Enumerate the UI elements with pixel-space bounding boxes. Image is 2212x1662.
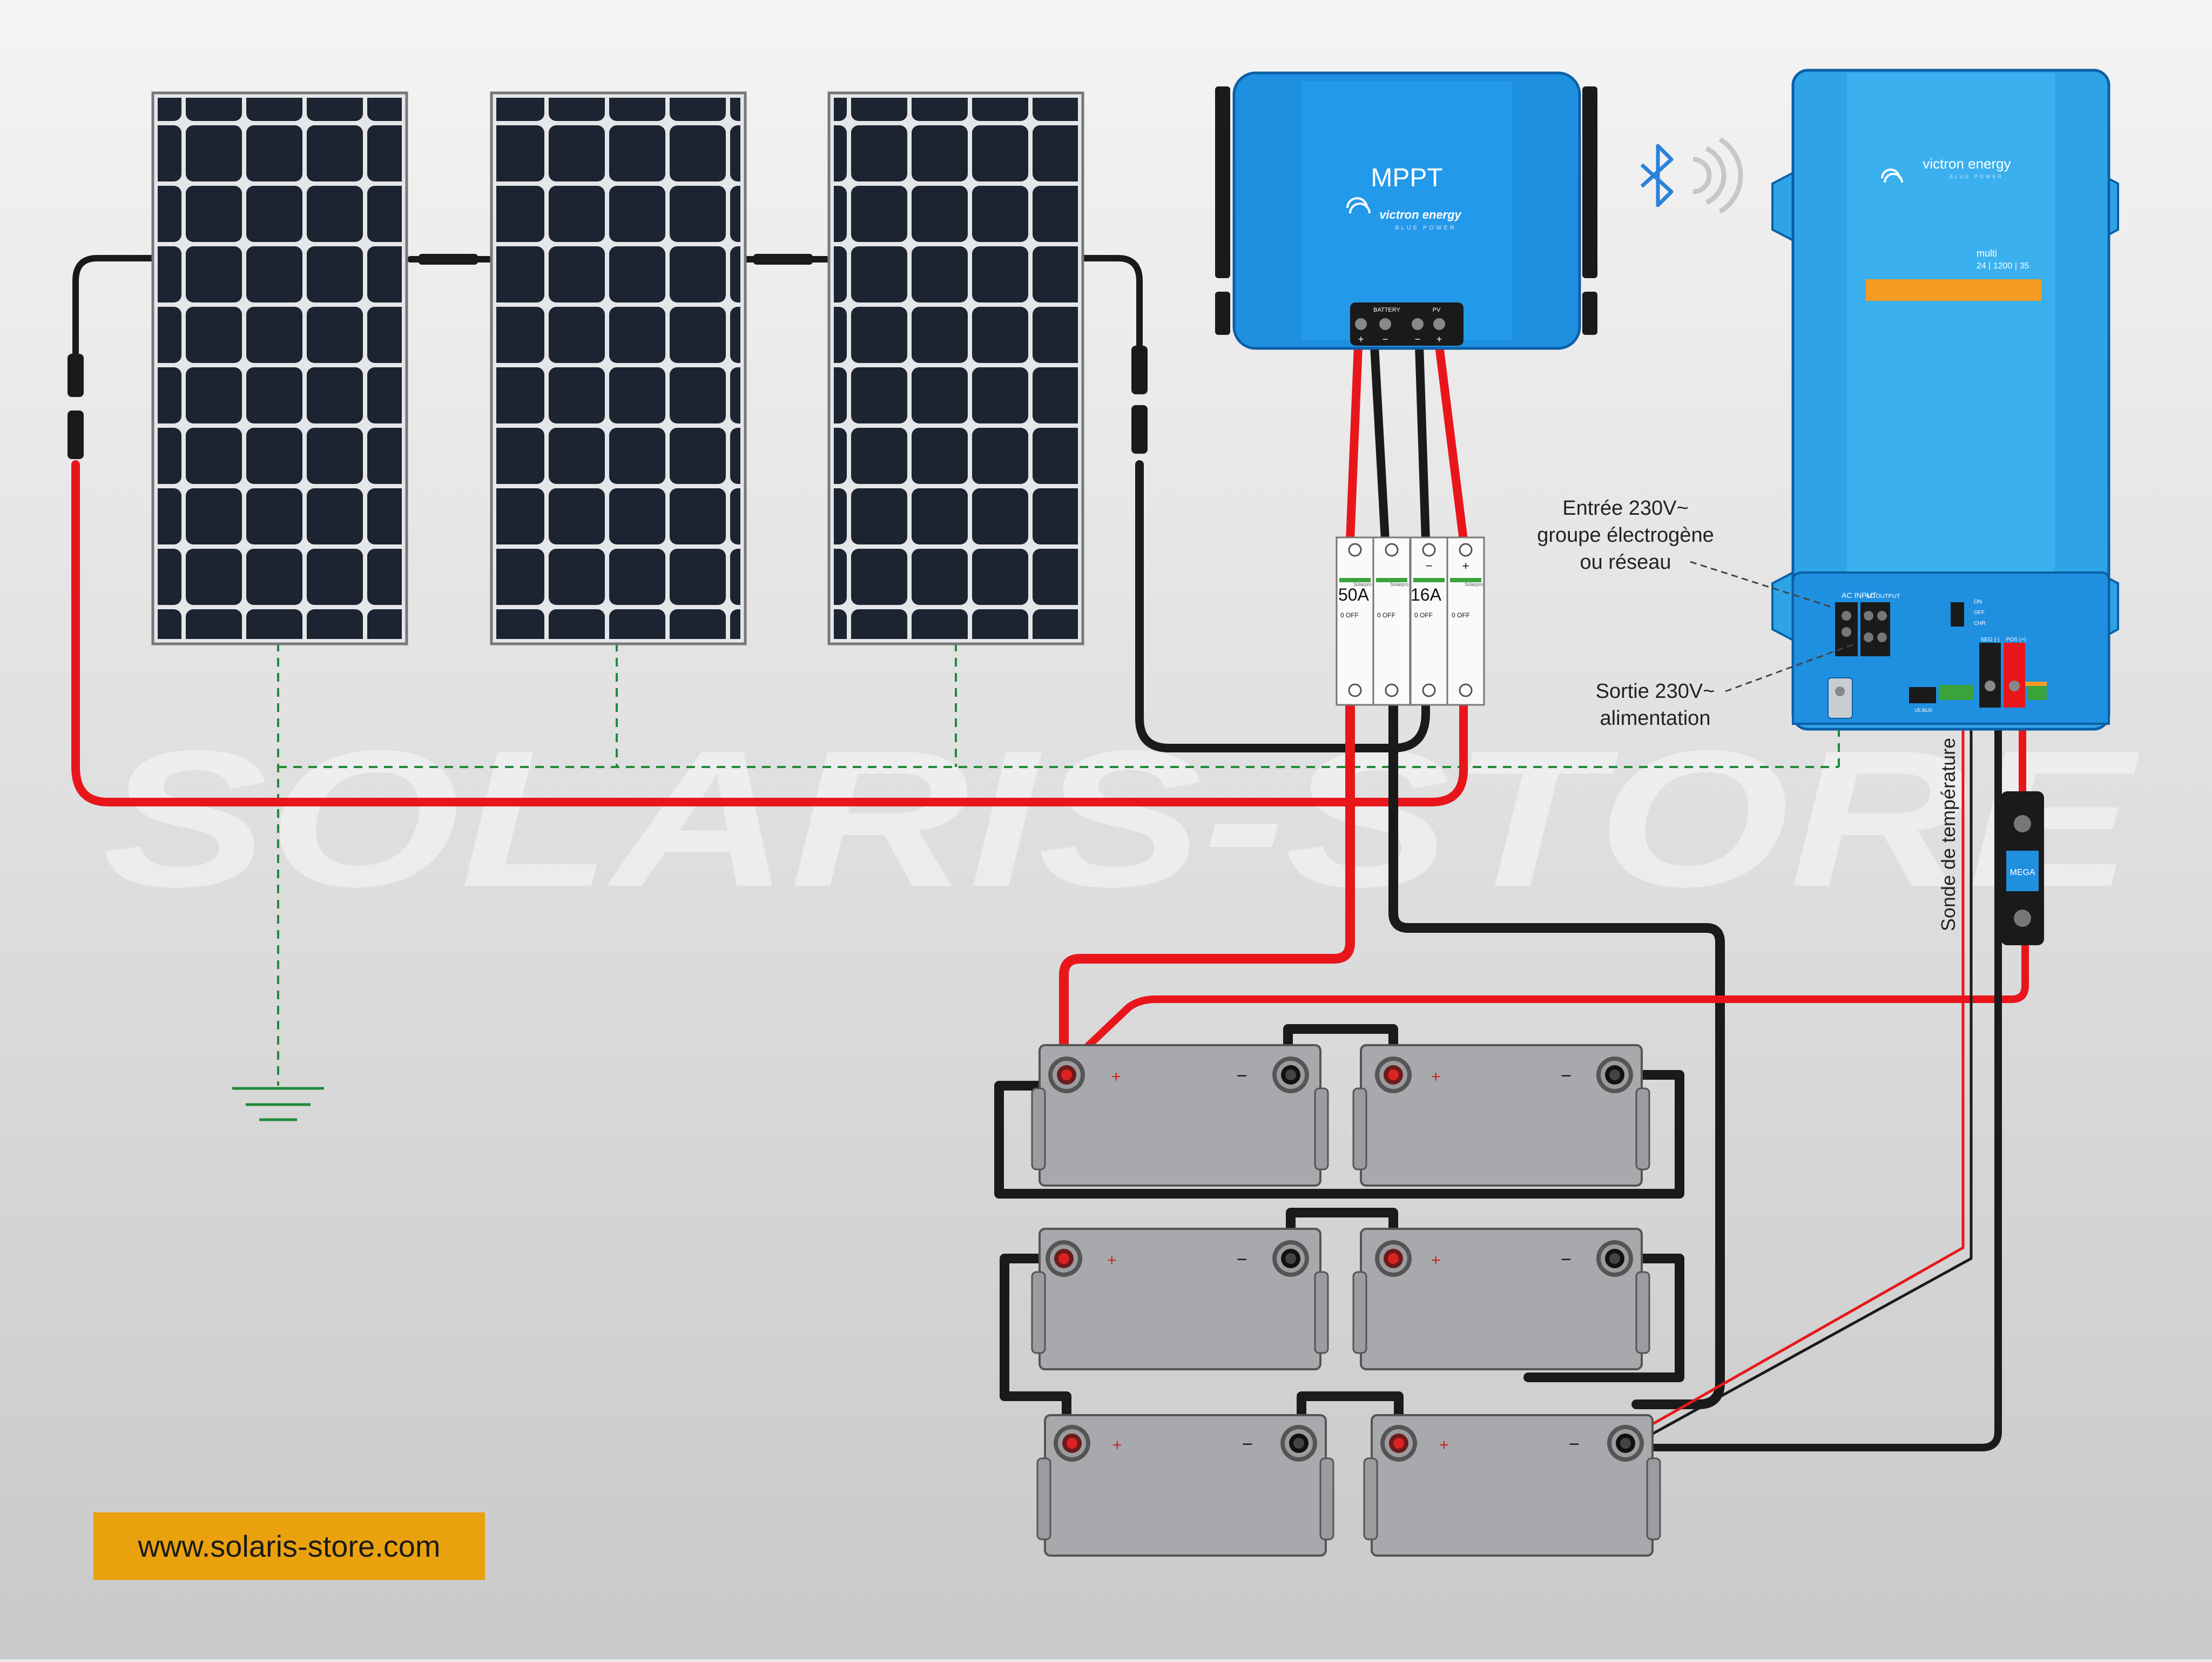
battery-minus-sign: − (1237, 1249, 1247, 1270)
neg-terminal-label: NEG (-) (1981, 637, 1999, 643)
breaker-rating: 50A (1338, 585, 1370, 604)
battery-plus-sign: + (1431, 1251, 1441, 1269)
positive-terminal (2004, 643, 2025, 708)
bluetooth-icon (1640, 144, 1674, 207)
inverter-model-rating: 24 | 1200 | 35 (1977, 261, 2029, 271)
breaker-brand: Solarpro (1390, 582, 1408, 587)
vebus-port (1909, 687, 1936, 703)
wireless-signal-icon (1692, 137, 1743, 214)
mppt-controller: MPPT victron energy BLUE POWER BATTERY P… (1215, 71, 1597, 350)
pos-terminal-label: POS (+) (2006, 637, 2026, 643)
solar-panel (151, 91, 408, 645)
battery: + − (1031, 1044, 1329, 1187)
annotation-text: Sortie 230V~ (1596, 680, 1715, 703)
breaker-state: 0 OFF (1414, 611, 1433, 619)
breaker-state: 0 OFF (1452, 611, 1470, 619)
inverter-display-bar (1866, 279, 2041, 301)
circuit-breaker[interactable]: 50A Solarpro 0 OFF (1336, 536, 1374, 706)
vebus-label: VE.BUS (1914, 708, 1932, 713)
mppt-tagline: BLUE POWER (1395, 225, 1456, 231)
battery-plus-sign: + (1439, 1436, 1449, 1454)
battery-plus-sign: + (1111, 1068, 1121, 1086)
negative-terminal (1979, 643, 2001, 708)
circuit-breaker[interactable]: − 16A 0 OFF (1410, 536, 1448, 706)
mppt-sign: + (1358, 334, 1364, 345)
battery: + − (1363, 1414, 1661, 1557)
solar-panel (827, 91, 1084, 645)
circuit-breaker[interactable]: + Solarpro 0 OFF (1446, 536, 1485, 706)
inverter-charger: victron energy BLUE POWER multi 24 | 120… (1771, 69, 2119, 731)
annotation-text: ou réseau (1580, 551, 1671, 574)
mppt-label: MPPT (1371, 164, 1442, 192)
breaker-state: 0 OFF (1377, 611, 1395, 619)
website-link[interactable]: www.solaris-store.com (138, 1529, 441, 1563)
terminal-block-green (1939, 685, 1974, 700)
ground-stud (1827, 677, 1853, 719)
ground-icon (232, 1087, 324, 1121)
circuit-breaker[interactable]: Solarpro 0 OFF (1372, 536, 1411, 706)
switch-on-label: ON (1974, 599, 1982, 605)
inverter-model: multi (1977, 248, 1997, 259)
power-switch[interactable] (1951, 602, 1964, 627)
terminal-block-green (2028, 685, 2047, 700)
annotation-text: groupe électrogène (1537, 524, 1714, 547)
mc4-connector (68, 254, 1148, 459)
annotation-text: alimentation (1600, 707, 1711, 730)
website-banner[interactable]: www.solaris-store.com (93, 1512, 485, 1580)
breaker-brand: Solarpro (1353, 582, 1372, 587)
victron-logo-icon (1346, 197, 1371, 214)
battery-minus-sign: − (1569, 1434, 1580, 1455)
battery-plus-sign: + (1431, 1068, 1441, 1086)
battery: + − (1352, 1228, 1650, 1370)
mppt-terminal-pv: PV (1433, 307, 1441, 313)
temperature-probe-label: Sonde de température (1937, 738, 1959, 931)
solar-panel (490, 91, 747, 645)
ac-output-annotation: Sortie 230V~ alimentation (1596, 642, 1858, 730)
annotation-text: Entrée 230V~ (1562, 497, 1688, 520)
mppt-brand: victron energy (1379, 208, 1462, 221)
breaker-sign: + (1462, 559, 1469, 573)
battery-plus-sign: + (1107, 1251, 1117, 1269)
breaker-brand: Solarpro (1465, 582, 1483, 587)
mppt-sign: − (1415, 334, 1421, 345)
watermark: SOLARIS-STORE (103, 710, 2142, 927)
ac-input-label: AC INPUT (1842, 591, 1877, 600)
breaker-state: 0 OFF (1340, 611, 1359, 619)
inverter-brand: victron energy (1923, 156, 2011, 172)
battery-minus-sign: − (1561, 1066, 1572, 1086)
ac-input-annotation: Entrée 230V~ groupe électrogène ou résea… (1537, 497, 1834, 609)
mega-fuse: MEGA (2001, 791, 2044, 945)
mppt-sign: + (1437, 334, 1442, 345)
ac-output-terminal (1860, 602, 1890, 656)
battery-plus-sign: + (1112, 1436, 1122, 1454)
fuse-label: MEGA (2009, 868, 2035, 877)
battery-minus-sign: − (1242, 1434, 1253, 1455)
inverter-tagline: BLUE POWER (1950, 174, 2004, 179)
battery-minus-sign: − (1561, 1249, 1572, 1270)
battery-minus-sign: − (1237, 1066, 1247, 1086)
ac-output-label: AC OUTPUT (1866, 593, 1900, 600)
switch-chr-label: CHR (1974, 621, 1986, 627)
mppt-sign: − (1382, 334, 1388, 345)
battery: + − (1031, 1228, 1329, 1370)
mppt-terminal-battery: BATTERY (1373, 307, 1400, 313)
breaker-rating: 16A (1411, 585, 1442, 604)
victron-logo-icon (1881, 169, 1903, 183)
ground-wiring (277, 643, 1840, 1086)
breaker-sign: − (1426, 559, 1433, 573)
battery: + − (1036, 1414, 1334, 1557)
battery: + − (1352, 1044, 1650, 1187)
switch-off-label: OFF (1974, 610, 1985, 616)
